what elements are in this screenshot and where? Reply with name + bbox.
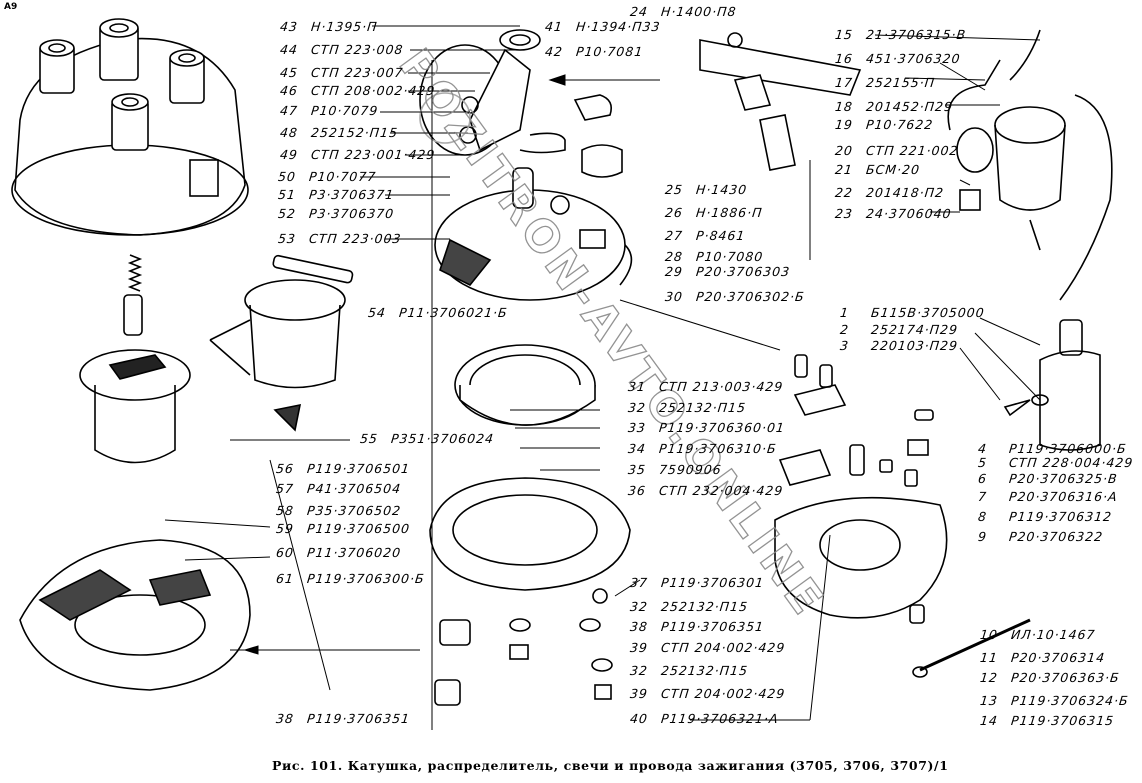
part-label: 58 Р35·3706502 xyxy=(275,503,402,518)
part-label: 16 451·3706320 xyxy=(834,51,962,66)
part-label: 27 Р·8461 xyxy=(664,228,747,243)
part-label: 36 СТП 232·004·429 xyxy=(627,483,785,498)
part-label: 25 Н·1430 xyxy=(664,182,749,197)
corner-mark: A9 xyxy=(4,2,18,12)
part-label: 11 Р20·3706314 xyxy=(979,650,1106,665)
leader-lines xyxy=(164,25,1041,730)
part-label: 49 СТП 223·001·429 xyxy=(279,147,437,162)
figure-caption: Рис. 101. Катушка, распределитель, свечи… xyxy=(272,758,949,773)
part-label: 5 СТП 228·004·429 xyxy=(977,455,1135,470)
reference-arrows xyxy=(243,74,781,655)
part-label: 1 Б115В·3705000 xyxy=(839,305,986,320)
mounting-plate-parts xyxy=(774,354,1031,678)
part-label: 4 Р119·3706000·Б xyxy=(977,441,1128,456)
part-label: 35 7590906 xyxy=(627,462,723,477)
part-label: 28 Р10·7080 xyxy=(664,249,765,264)
part-label: 57 Р41·3706504 xyxy=(275,481,402,496)
part-label: 13 Р119·3706324·Б xyxy=(979,693,1130,708)
part-label: 61 Р119·3706300·Б xyxy=(275,571,426,586)
lower-ring-plate xyxy=(429,477,631,706)
part-label: 12 Р20·3706363·Б xyxy=(979,670,1121,685)
part-label: 30 Р20·3706302·Б xyxy=(664,289,806,304)
part-label: 56 Р119·3706501 xyxy=(275,461,411,476)
part-label: 44 СТП 223·008 xyxy=(279,42,405,57)
spring-brush xyxy=(123,254,143,336)
base-plate xyxy=(434,167,633,301)
part-label: 3 220103·П29 xyxy=(839,338,959,353)
breaker-points-plate xyxy=(419,29,566,156)
part-label: 17 252155·П xyxy=(834,75,936,90)
part-label: 32 252132·П15 xyxy=(627,400,747,415)
part-label: 23 24·3706040 xyxy=(834,206,953,221)
part-label: 51 Р3·3706371 xyxy=(277,187,395,202)
vacuum-bracket xyxy=(699,32,862,171)
part-label: 19 Р10·7622 xyxy=(834,117,935,132)
part-label: 53 СТП 223·003 xyxy=(277,231,403,246)
part-label: 6 Р20·3706325·В xyxy=(977,471,1119,486)
part-label: 48 252152·П15 xyxy=(279,125,399,140)
part-label: 33 Р119·3706360·01 xyxy=(627,420,786,435)
part-label: 14 Р119·3706315 xyxy=(979,713,1115,728)
part-label: 31 СТП 213·003·429 xyxy=(627,379,785,394)
distributor-assembly xyxy=(947,29,1113,301)
breaker-plate-assembly xyxy=(19,539,251,691)
part-label: 47 Р10·7079 xyxy=(279,103,380,118)
part-label: 8 Р119·3706312 xyxy=(977,509,1113,524)
part-label: 9 Р20·3706322 xyxy=(977,529,1104,544)
part-label: 41 Н·1394·П33 xyxy=(544,19,662,34)
part-label: 55 Р351·3706024 xyxy=(359,431,495,446)
part-label: 32 252132·П15 xyxy=(629,663,749,678)
part-label: 38 Р119·3706351 xyxy=(275,711,411,726)
part-label: 39 СТП 204·002·429 xyxy=(629,640,787,655)
part-label: 38 Р119·3706351 xyxy=(629,619,765,634)
part-label: 7 Р20·3706316·А xyxy=(977,489,1119,504)
part-label: 42 Р10·7081 xyxy=(544,44,645,59)
part-label: 37 Р119·3706301 xyxy=(629,575,765,590)
part-label: 43 Н·1395·П xyxy=(279,19,379,34)
part-label: 32 252132·П15 xyxy=(629,599,749,614)
bearing xyxy=(454,344,596,426)
rotor xyxy=(79,349,191,464)
part-label: 46 СТП 208·002·429 xyxy=(279,83,437,98)
ignition-coil xyxy=(1003,319,1101,451)
part-label: 18 201452·П29 xyxy=(834,99,954,114)
part-label: 2 252174·П29 xyxy=(839,322,959,337)
part-label: 54 Р11·3706021·Б xyxy=(367,305,509,320)
part-label: 26 Н·1886·П xyxy=(664,205,764,220)
part-label: 50 Р10·7077 xyxy=(277,169,378,184)
rotor-exploded xyxy=(209,254,354,432)
part-label: 45 СТП 223·007 xyxy=(279,65,405,80)
part-label: 39 СТП 204·002·429 xyxy=(629,686,787,701)
part-label: 34 Р119·3706310·Б xyxy=(627,441,778,456)
part-label: 10 ИЛ·10·1467 xyxy=(979,627,1097,642)
part-label: 20 СТП 221·002 xyxy=(834,143,960,158)
part-label: 29 Р20·3706303 xyxy=(664,264,791,279)
part-label: 24 Н·1400·П8 xyxy=(629,4,738,19)
distributor-cap xyxy=(11,18,249,236)
part-label: 21 БСМ·20 xyxy=(834,162,921,177)
part-label: 52 Р3·3706370 xyxy=(277,206,395,221)
part-label: 60 Р11·3706020 xyxy=(275,545,402,560)
part-label: 15 21·3706315·В xyxy=(834,27,967,42)
clamps xyxy=(573,94,623,178)
part-label: 22 201418·П2 xyxy=(834,185,945,200)
part-label: 40 Р119·3706321·А xyxy=(629,711,780,726)
part-label: 59 Р119·3706500 xyxy=(275,521,411,536)
